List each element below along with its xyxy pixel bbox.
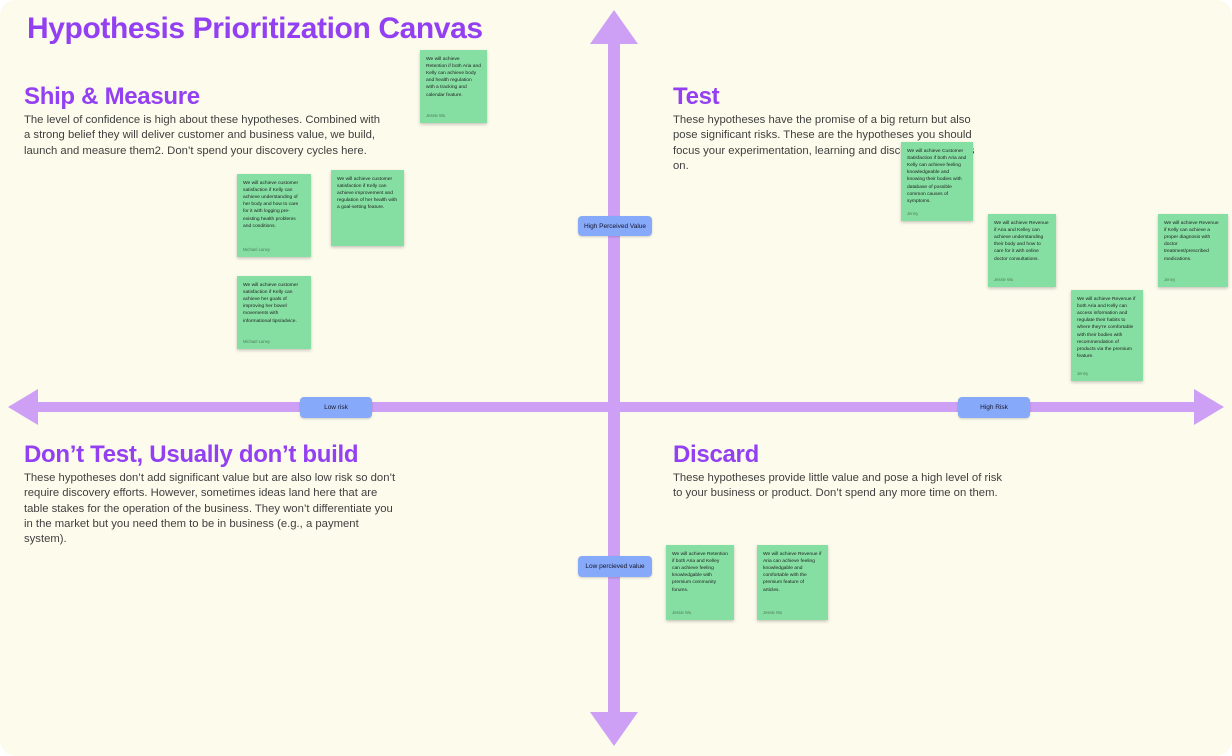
- sticky-note-text: We will achieve Retention if both Aria a…: [426, 57, 481, 98]
- sticky-note-text: We will achieve Revenue if Kelly can ach…: [1164, 221, 1219, 262]
- sticky-note[interactable]: We will achieve customer satisfaction if…: [237, 174, 311, 257]
- arrow-right-icon: [1194, 389, 1224, 425]
- axis-label-high-perceived-value[interactable]: High Perceived Value: [578, 216, 652, 236]
- sticky-note-author: Michael Laney: [243, 339, 271, 344]
- quadrant-title-dont-test: Don’t Test, Usually don’t build: [24, 441, 359, 468]
- arrow-up-icon: [590, 10, 638, 44]
- sticky-note[interactable]: We will achieve customer satisfaction if…: [237, 276, 311, 349]
- quadrant-description-ship-measure: The level of confidence is high about th…: [24, 114, 381, 157]
- sticky-note[interactable]: We will achieve Revenue if Aria and Kell…: [988, 214, 1056, 287]
- sticky-note-text: We will achieve Customer Satisfaction if…: [907, 149, 967, 204]
- quadrant-title-ship-measure: Ship & Measure: [24, 83, 200, 110]
- sticky-note[interactable]: We will achieve Retention if both Aria a…: [666, 545, 734, 620]
- quadrant-title-test: Test: [673, 83, 720, 110]
- sticky-note-text: We will achieve customer satisfaction if…: [337, 177, 398, 211]
- quadrant-description-discard: These hypotheses provide little value an…: [673, 472, 1003, 500]
- axis-label-low-perceived-value[interactable]: Low percieved value: [578, 556, 652, 577]
- sticky-note-author: Jessie Wu: [994, 277, 1014, 282]
- sticky-note[interactable]: We will achieve Revenue if Aria can achi…: [757, 545, 828, 620]
- sticky-note-text: We will achieve customer satisfaction if…: [243, 283, 299, 324]
- sticky-note-text: We will achieve customer satisfaction if…: [243, 181, 299, 229]
- sticky-note[interactable]: We will achieve customer satisfaction if…: [331, 170, 404, 246]
- sticky-note-author: Jessie Wu: [426, 113, 446, 118]
- quadrant-title-discard: Discard: [673, 441, 759, 468]
- sticky-note[interactable]: We will achieve Customer Satisfaction if…: [901, 142, 973, 221]
- horizontal-axis-line: [34, 402, 1198, 412]
- page-title: Hypothesis Prioritization Canvas: [27, 12, 483, 45]
- axis-label-low-risk[interactable]: Low risk: [300, 397, 372, 418]
- sticky-note-author: Jenny: [1164, 277, 1176, 282]
- sticky-note-text: We will achieve Revenue if Aria can achi…: [763, 552, 822, 593]
- vertical-axis-line: [608, 38, 620, 720]
- sticky-note-author: Michael Laney: [243, 247, 271, 252]
- sticky-note-text: We will achieve Revenue if both Aria and…: [1077, 297, 1136, 359]
- sticky-note-author: Jessie Wu: [672, 610, 692, 615]
- sticky-note[interactable]: We will achieve Revenue if Kelly can ach…: [1158, 214, 1228, 287]
- axis-label-high-risk[interactable]: High Risk: [958, 397, 1030, 418]
- sticky-note-text: We will achieve Revenue if Aria and Kell…: [994, 221, 1049, 262]
- arrow-left-icon: [8, 389, 38, 425]
- quadrant-description-dont-test: These hypotheses don’t add significant v…: [24, 472, 396, 545]
- sticky-note[interactable]: We will achieve Retention if both Aria a…: [420, 50, 487, 123]
- sticky-note[interactable]: We will achieve Revenue if both Aria and…: [1071, 290, 1143, 381]
- quadrant-description-test: These hypotheses have the promise of a b…: [673, 114, 975, 172]
- sticky-note-text: We will achieve Retention if both Aria a…: [672, 552, 728, 593]
- arrow-down-icon: [590, 712, 638, 746]
- sticky-note-author: Jenny: [1077, 371, 1089, 376]
- sticky-note-author: Jenny: [907, 211, 919, 216]
- sticky-note-author: Jessie Wu: [763, 610, 783, 615]
